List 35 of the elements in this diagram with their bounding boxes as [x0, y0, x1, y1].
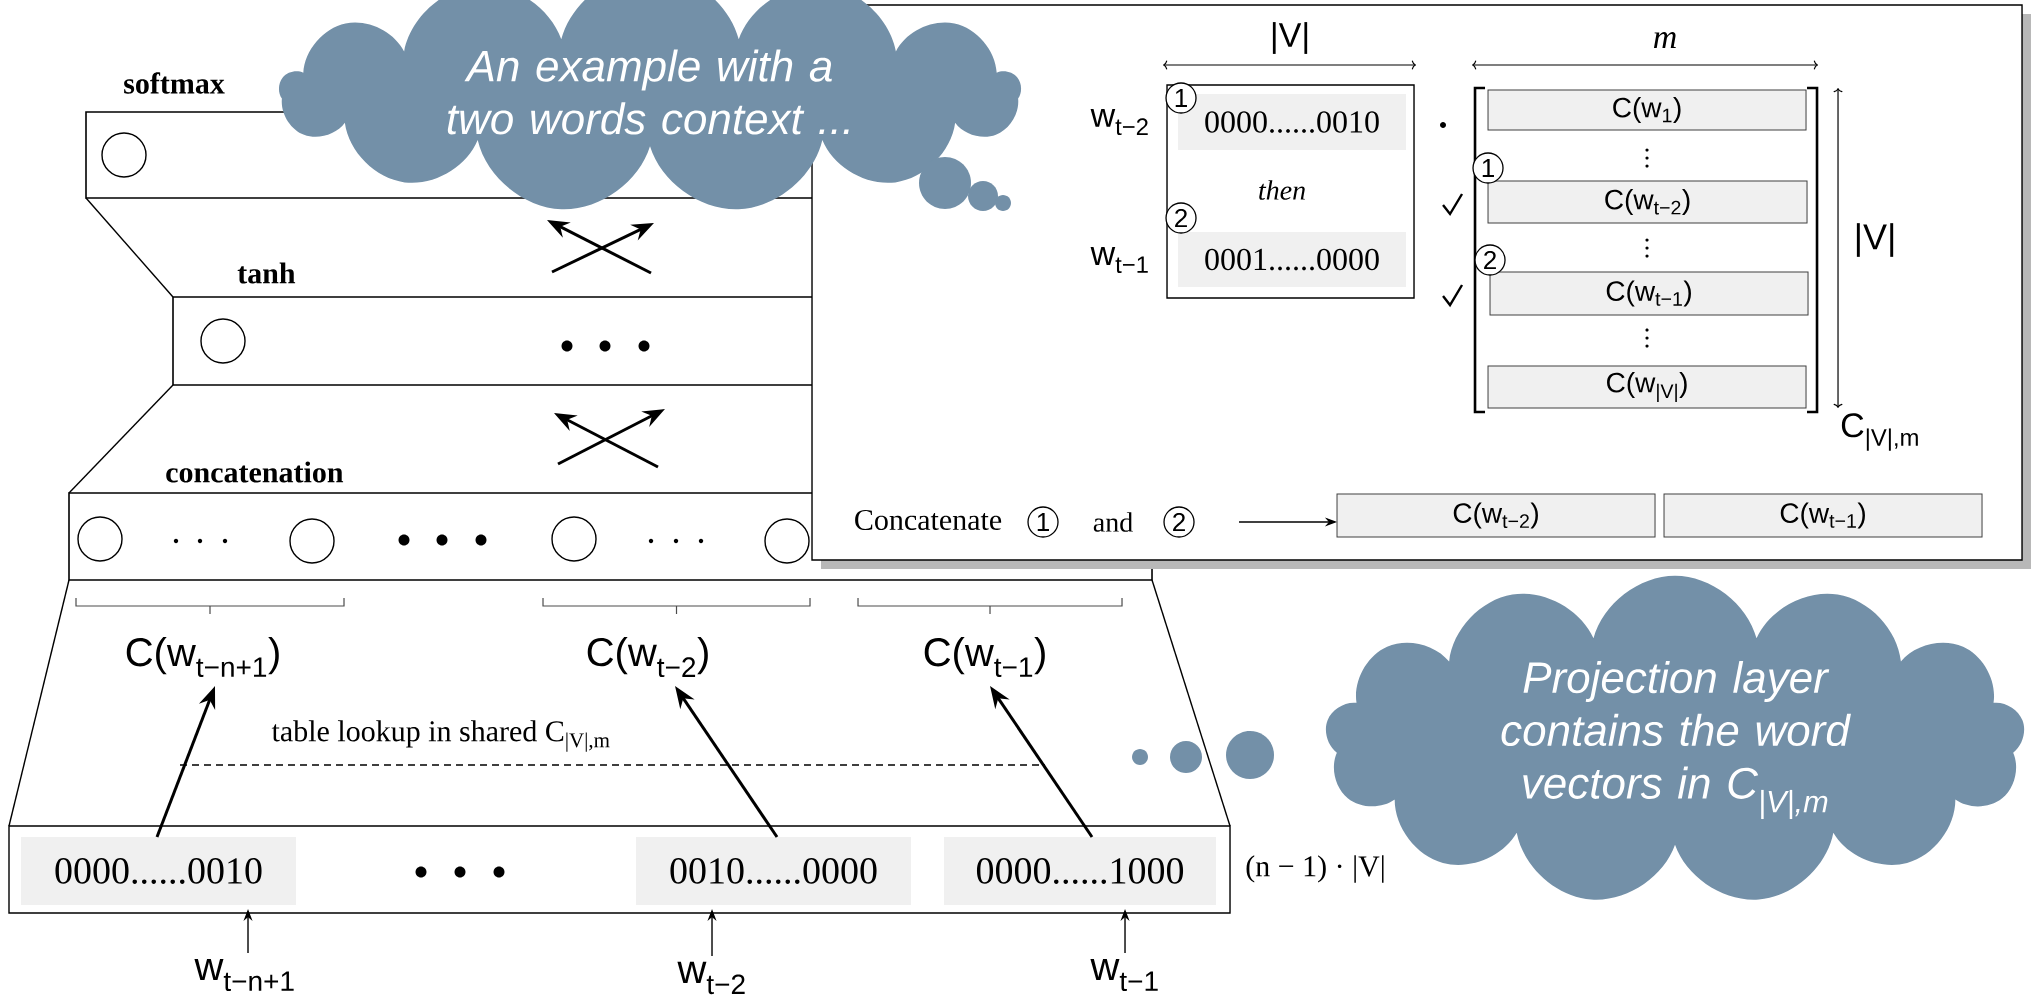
word-label: w$_{t−1}$: [1090, 959, 1158, 992]
vector-label: C(w$_{t−1}$): [924, 637, 1045, 677]
row-label: w$_{t−2}$: [1090, 108, 1148, 136]
word-label: w$_{t−2}$: [677, 961, 745, 995]
vector-cell: C(w$_{t−1}$): [1663, 493, 1983, 538]
vector-cell: C(w$_{t−2}$): [1487, 180, 1808, 224]
vector-cell: 0001......0000: [1178, 232, 1406, 287]
matrix-label: C$_{|V|,m}$: [1841, 413, 1918, 451]
vector-cell: C(w$_{1}$): [1487, 89, 1807, 131]
vector-label: C(w$_{t−2}$): [587, 636, 708, 678]
connector-line: [8, 579, 70, 827]
layer-label: softmax: [124, 72, 225, 94]
connector-line: [1151, 579, 1231, 827]
side-label: (n − 1) · |V|: [1246, 855, 1384, 883]
connector-word: then: [1259, 180, 1305, 200]
layer-label: concatenation: [166, 461, 344, 483]
vector-cell: 0000......0010: [21, 837, 296, 905]
step-label: Concatenate: [855, 509, 1002, 531]
dimension-label: |V|: [1856, 223, 1894, 257]
connector-line: [85, 197, 174, 298]
dimension-label: |V|: [1272, 22, 1308, 54]
row-label: w$_{t−1}$: [1090, 247, 1148, 273]
vector-cell: 0000......1000: [944, 837, 1216, 905]
connector-word: and: [1093, 512, 1133, 532]
connector-line: [68, 384, 174, 494]
annotation-text: table lookup in shared C$_{|V|,m}$: [271, 720, 610, 752]
thought-cloud: An example with a two words context ...: [278, 0, 1022, 211]
vector-cell: C(w$_{t−1}$): [1489, 271, 1809, 316]
vector-label: C(w$_{t−n+1}$): [126, 637, 279, 677]
vector-cell: 0010......0000: [636, 837, 911, 905]
vector-cell: C(w$_{t−2}$): [1336, 493, 1656, 538]
word-label: w$_{t−n+1}$: [194, 959, 294, 992]
layer-label: tanh: [237, 262, 296, 284]
dimension-label: m: [1653, 32, 1676, 48]
vector-cell: C(w$_{|V|}$): [1487, 365, 1807, 409]
